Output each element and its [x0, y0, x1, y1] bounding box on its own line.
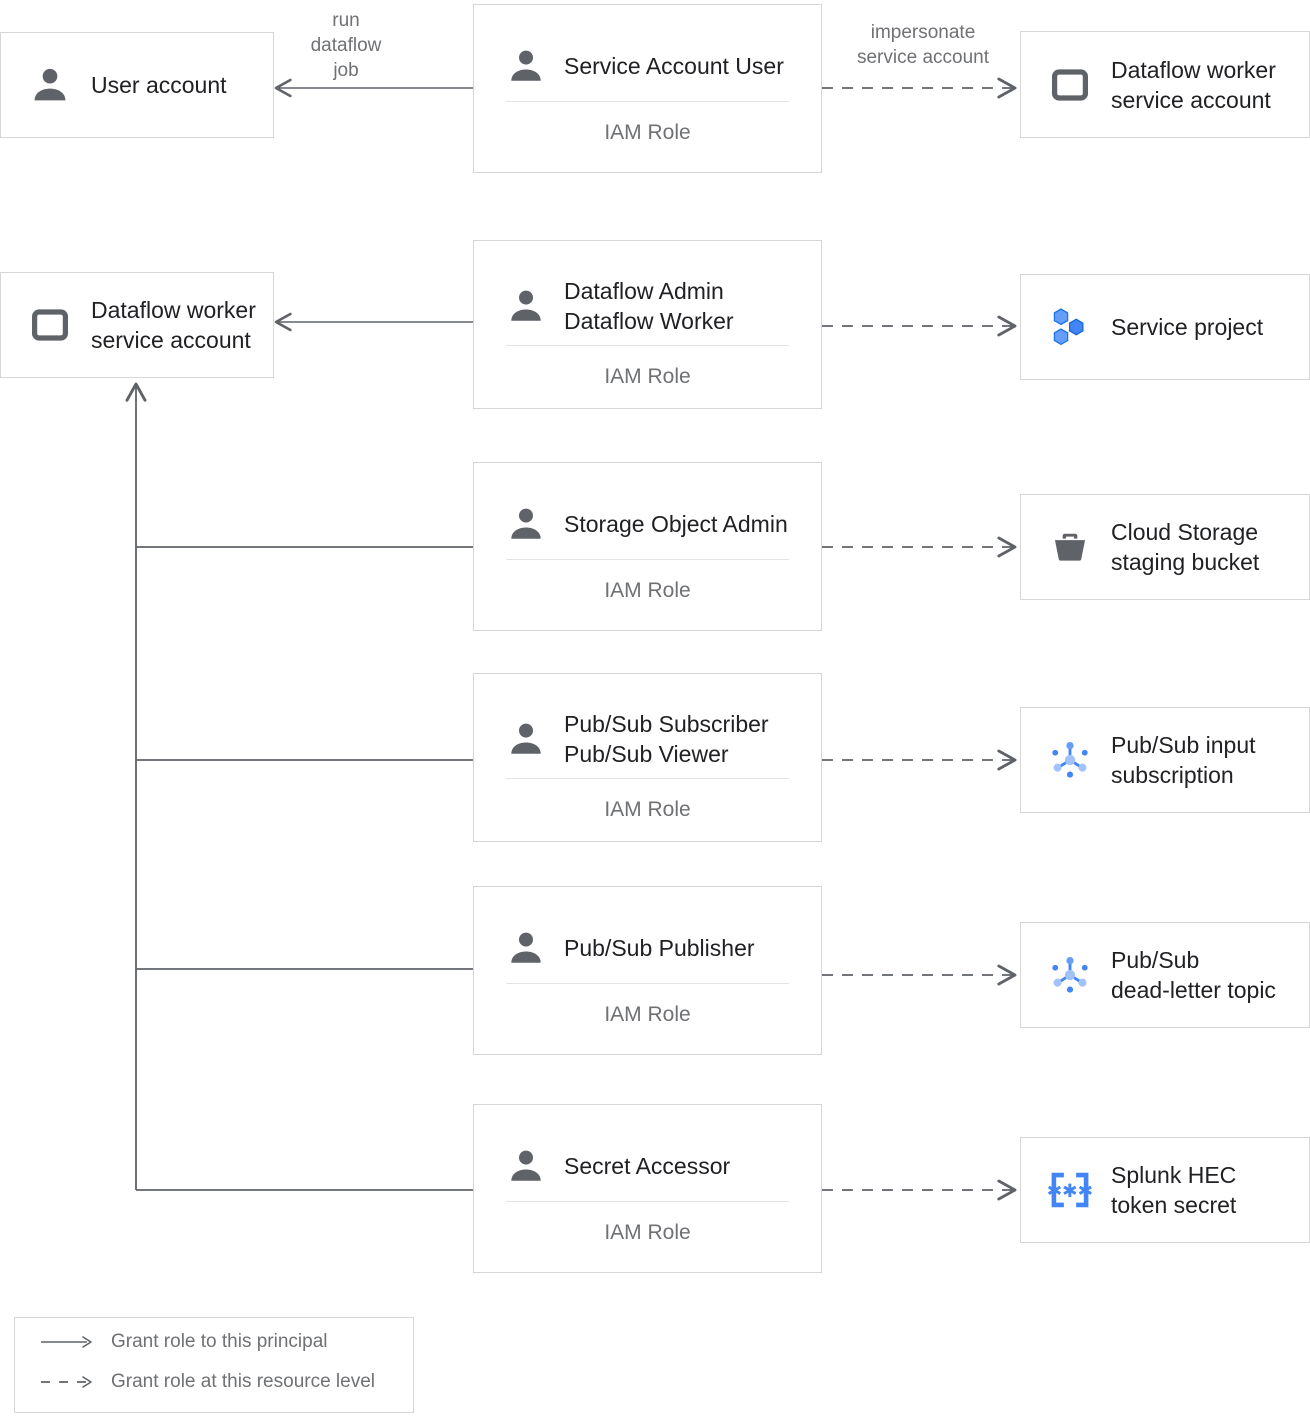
pubsub-icon — [1047, 952, 1093, 998]
node-label: Pub/Sub input subscription — [1111, 732, 1256, 788]
card-divider — [506, 101, 789, 102]
node-pubsub-dead-letter-topic[interactable]: Pub/Sub dead-letter topic — [1020, 922, 1310, 1028]
solid-arrow-icon — [41, 1336, 92, 1348]
person-icon — [504, 502, 548, 546]
role-card-pubsub-subscriber-viewer[interactable]: Pub/Sub Subscriber Pub/Sub Viewer IAM Ro… — [473, 673, 822, 842]
role-footer: IAM Role — [604, 1221, 691, 1244]
role-label: Pub/Sub Publisher — [564, 935, 755, 961]
node-label: User account — [91, 72, 227, 98]
card-divider — [506, 559, 789, 560]
node-user-account[interactable]: User account — [0, 32, 274, 138]
card-divider — [506, 1201, 789, 1202]
role-label: Pub/Sub Subscriber Pub/Sub Viewer — [564, 711, 769, 767]
node-dataflow-worker-service-account-principal[interactable]: Dataflow worker service account — [0, 272, 274, 378]
node-splunk-hec-token-secret[interactable]: ✱✱✱ Splunk HEC token secret — [1020, 1137, 1310, 1243]
role-footer: IAM Role — [604, 579, 691, 602]
person-icon — [504, 717, 548, 761]
person-icon — [504, 284, 548, 328]
svg-text:✱✱✱: ✱✱✱ — [1047, 1181, 1093, 1202]
role-card-pubsub-publisher[interactable]: Pub/Sub Publisher IAM Role — [473, 886, 822, 1055]
pubsub-icon — [1047, 737, 1093, 783]
person-icon — [27, 62, 73, 108]
edge-label-impersonate-service-account: impersonate service account — [856, 22, 989, 68]
dashed-arrow-icon — [41, 1376, 92, 1388]
role-card-dataflow-admin-worker[interactable]: Dataflow Admin Dataflow Worker IAM Role — [473, 240, 822, 409]
role-label: Storage Object Admin — [564, 511, 788, 537]
legend: Grant role to this principal Grant role … — [14, 1317, 414, 1413]
role-footer: IAM Role — [604, 121, 691, 144]
role-footer: IAM Role — [604, 365, 691, 388]
node-pubsub-input-subscription[interactable]: Pub/Sub input subscription — [1020, 707, 1310, 813]
legend-label: Grant role at this resource level — [111, 1371, 376, 1392]
node-dataflow-worker-service-account-resource[interactable]: Dataflow worker service account — [1020, 31, 1310, 138]
card-divider — [506, 983, 789, 984]
legend-label: Grant role to this principal — [111, 1331, 328, 1352]
role-label: Secret Accessor — [564, 1153, 731, 1179]
role-card-service-account-user[interactable]: Service Account User IAM Role — [473, 4, 822, 173]
node-label: Dataflow worker service account — [91, 297, 256, 353]
role-footer: IAM Role — [604, 1003, 691, 1026]
node-label: Pub/Sub dead-letter topic — [1111, 947, 1276, 1003]
legend-item-dashed: Grant role at this resource level — [39, 1370, 375, 1394]
project-hexagons-icon — [1047, 304, 1093, 350]
node-label: Service project — [1111, 314, 1264, 340]
node-service-project[interactable]: Service project — [1020, 274, 1310, 380]
card-divider — [506, 345, 789, 346]
service-account-icon — [1047, 62, 1093, 108]
role-label: Dataflow Admin Dataflow Worker — [564, 278, 734, 334]
person-icon — [504, 926, 548, 970]
secret-manager-icon: ✱✱✱ — [1047, 1167, 1093, 1213]
card-divider — [506, 778, 789, 779]
node-label: Dataflow worker service account — [1111, 56, 1276, 113]
role-footer: IAM Role — [604, 798, 691, 821]
service-account-icon — [27, 302, 73, 348]
node-label: Cloud Storage staging bucket — [1111, 519, 1260, 575]
role-card-secret-accessor[interactable]: Secret Accessor IAM Role — [473, 1104, 822, 1273]
cloud-storage-bucket-icon — [1047, 524, 1093, 570]
legend-item-solid: Grant role to this principal — [39, 1330, 328, 1354]
edge-label-run-dataflow-job: run dataflow job — [310, 10, 382, 81]
person-icon — [504, 1144, 548, 1188]
person-icon — [504, 44, 548, 88]
role-label: Service Account User — [564, 53, 784, 79]
edge-trunk-to-worker-sa — [125, 382, 473, 1191]
node-cloud-storage-staging-bucket[interactable]: Cloud Storage staging bucket — [1020, 494, 1310, 600]
node-label: Splunk HEC token secret — [1111, 1162, 1237, 1218]
role-card-storage-object-admin[interactable]: Storage Object Admin IAM Role — [473, 462, 822, 631]
